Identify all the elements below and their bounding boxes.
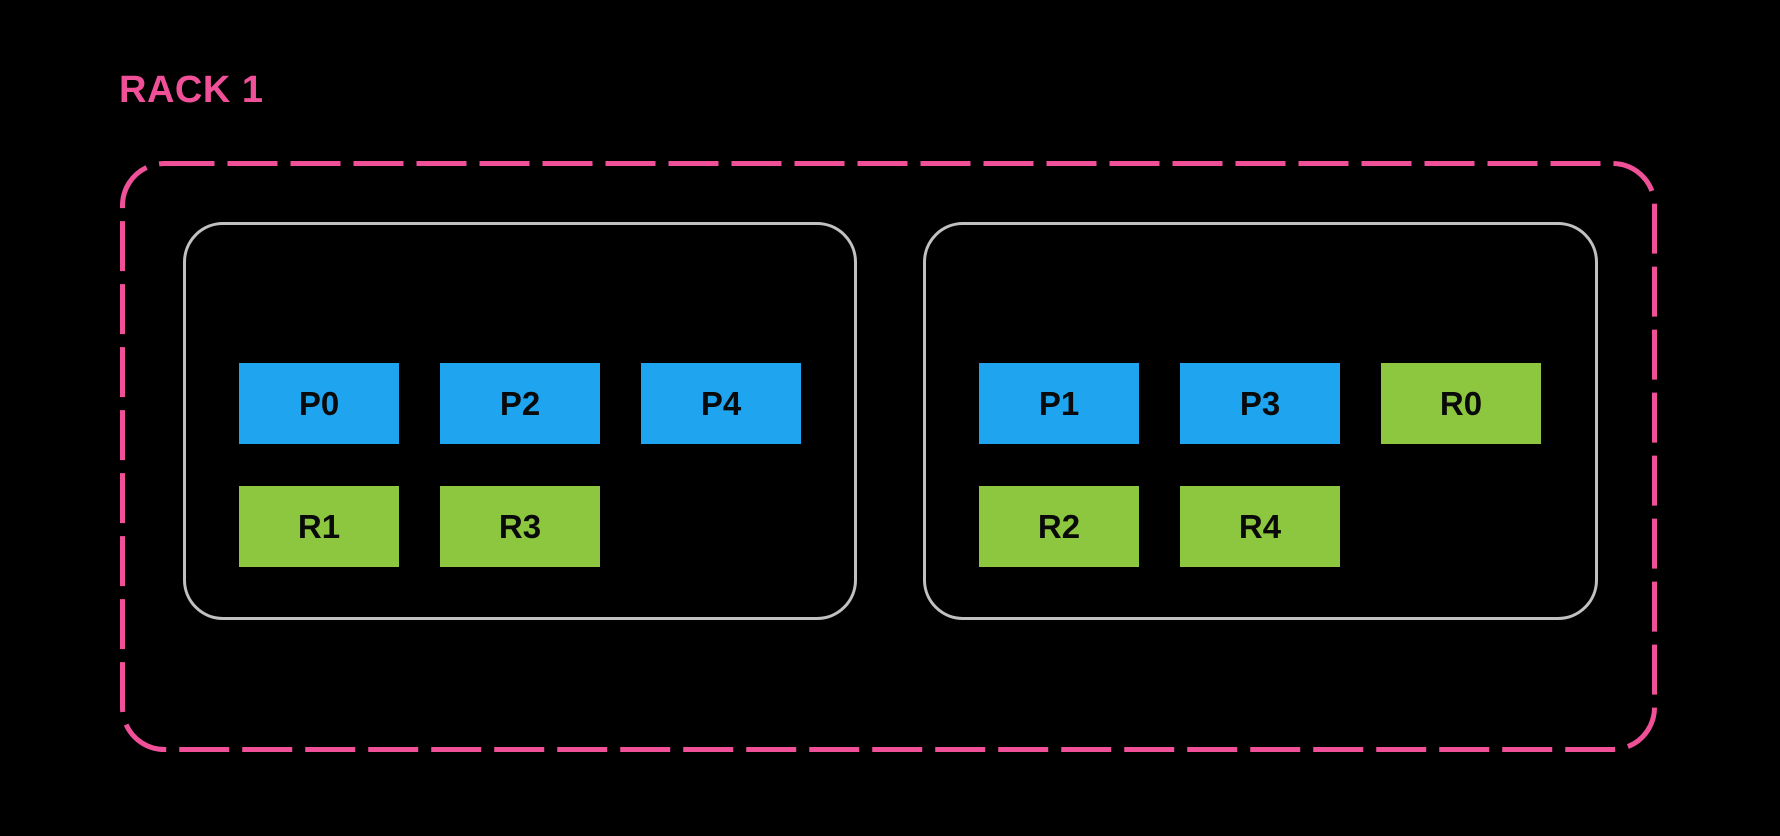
- block-label: P2: [499, 384, 541, 422]
- partition-block-p3: P3: [1180, 363, 1340, 444]
- block-row: P0 P2 P4: [239, 363, 801, 444]
- block-row: P1 P3 R0: [979, 363, 1541, 444]
- block-label: P3: [1239, 384, 1281, 422]
- block-row: R1 R3: [239, 486, 801, 567]
- block-label: R0: [1439, 384, 1483, 422]
- replica-block-r3: R3: [440, 486, 600, 567]
- block-label: R4: [1238, 507, 1282, 545]
- rack-title: RACK 1: [119, 69, 264, 111]
- partition-block-p2: P2: [440, 363, 600, 444]
- node-right-content: P1 P3 R0 R2 R4: [979, 363, 1541, 567]
- replica-block-r2: R2: [979, 486, 1139, 567]
- partition-block-p0: P0: [239, 363, 399, 444]
- replica-block-r4: R4: [1180, 486, 1340, 567]
- node-box-right: P1 P3 R0 R2 R4: [923, 222, 1598, 620]
- node-left-content: P0 P2 P4 R1 R3: [239, 363, 801, 567]
- block-label: P1: [1038, 384, 1080, 422]
- partition-block-p1: P1: [979, 363, 1139, 444]
- block-label: R2: [1037, 507, 1081, 545]
- replica-block-r0: R0: [1381, 363, 1541, 444]
- block-label: R3: [498, 507, 542, 545]
- block-row: R2 R4: [979, 486, 1541, 567]
- replica-block-r1: R1: [239, 486, 399, 567]
- partition-block-p4: P4: [641, 363, 801, 444]
- block-label: R1: [297, 507, 341, 545]
- block-label: P4: [700, 384, 742, 422]
- block-label: P0: [298, 384, 340, 422]
- node-box-left: P0 P2 P4 R1 R3: [183, 222, 857, 620]
